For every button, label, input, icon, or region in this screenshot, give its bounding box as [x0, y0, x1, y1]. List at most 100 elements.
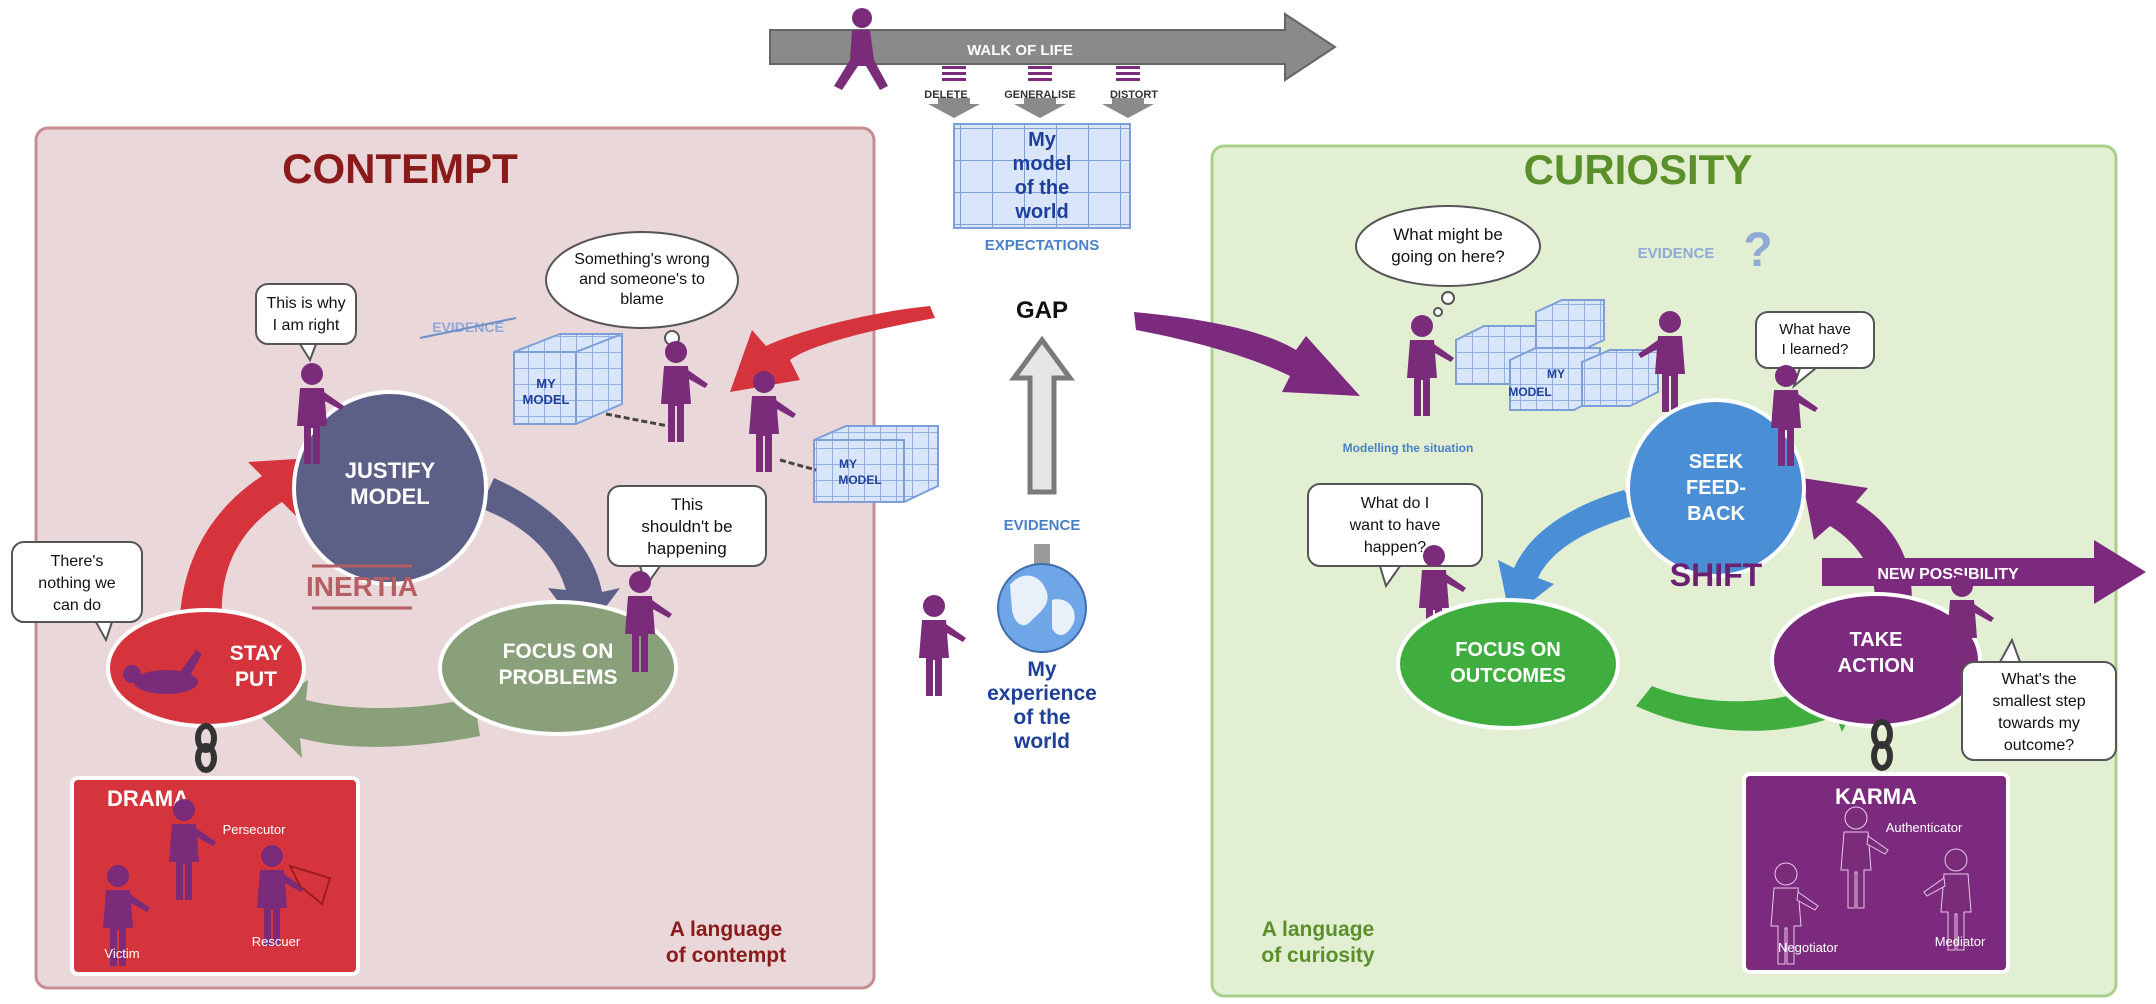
curiosity-cube-label-1: MY	[1547, 367, 1565, 381]
chain-1	[605, 412, 669, 428]
observer-figure	[919, 595, 966, 696]
evidence-up-arrow	[1009, 335, 1075, 495]
experience-line-3: of the	[1013, 706, 1070, 729]
evidence-cross-line	[419, 317, 517, 339]
karma-chain	[1871, 719, 1893, 771]
role-rescuer: Rescuer	[252, 934, 301, 949]
take-action-label-1: TAKE	[1850, 629, 1903, 651]
bubble-this-is-why	[255, 283, 357, 363]
focus-problems-label-1: FOCUS ON	[503, 640, 614, 663]
inertia-label: INERTIA	[306, 571, 418, 602]
karma-title: KARMA	[1835, 784, 1917, 809]
bubble-smallest-step	[1961, 637, 2117, 761]
bubble-smallest-4: outcome?	[2004, 737, 2074, 754]
bubble-nothing-we-can-do	[11, 541, 143, 643]
cycle-arrow-navy	[480, 478, 620, 636]
question-mark-icon: ?	[1743, 224, 1772, 277]
bubble-nothing-3: can do	[53, 597, 101, 614]
role-mediator: Mediator	[1935, 934, 1986, 949]
bubble-want	[1307, 483, 1483, 589]
cycle-arrow-red	[180, 458, 312, 616]
bubble-this-is-why-2: I am right	[273, 317, 340, 334]
cycle-arrow-blue	[1498, 490, 1640, 618]
cube-large-label-1: MY	[536, 376, 556, 391]
model-line-1: My	[1028, 129, 1057, 151]
role-persecutor: Persecutor	[223, 822, 287, 837]
seek-label-1: SEEK	[1689, 451, 1744, 473]
bubble-want-3: happen?	[1364, 539, 1426, 556]
focus-outcomes-node	[1396, 598, 1620, 730]
evidence-center-label: EVIDENCE	[1004, 517, 1081, 534]
shift-label: SHIFT	[1670, 557, 1763, 593]
karma-box	[1742, 772, 2010, 974]
experience-line-1: My	[1027, 658, 1056, 681]
filter-delete: DELETE	[924, 89, 967, 101]
justify-model-node	[292, 390, 488, 586]
focus-outcomes-label-2: OUTCOMES	[1450, 665, 1566, 687]
cycle-arrow-sage	[256, 680, 480, 758]
my-model-cube-large	[513, 333, 623, 425]
justify-label-1: JUSTIFY	[345, 458, 436, 483]
modelling-situation-label: Modelling the situation	[1343, 441, 1474, 455]
evidence-question-label: EVIDENCE	[1638, 245, 1715, 262]
cube-large-label-2: MODEL	[523, 392, 570, 407]
bubble-something-wrong-3: blame	[620, 291, 664, 308]
take-action-label-2: ACTION	[1838, 655, 1915, 677]
bubble-nothing-2: nothing we	[38, 575, 115, 592]
justify-label-2: MODEL	[350, 484, 429, 509]
gap-to-contempt-arrow	[730, 306, 935, 392]
experience-line-4: world	[1013, 730, 1070, 753]
stay-put-label-2: PUT	[235, 668, 277, 691]
bubble-shouldnt-2: shouldn't be	[641, 517, 732, 536]
bubble-shouldnt-3: happening	[647, 539, 726, 558]
drama-box	[70, 776, 360, 976]
bubble-want-1: What do I	[1361, 495, 1429, 512]
evidence-connector	[1034, 544, 1050, 564]
walking-figure	[834, 8, 888, 90]
cube-small-label-1: MY	[839, 457, 857, 471]
model-line-4: world	[1014, 201, 1068, 223]
contempt-title: CONTEMPT	[282, 145, 518, 192]
role-victim: Victim	[104, 946, 139, 961]
seek-label-2: FEED-	[1686, 477, 1746, 499]
bubble-something-wrong-1: Something's wrong	[574, 251, 710, 268]
bubble-shouldnt-1: This	[671, 495, 703, 514]
bubble-what-might-2: going on here?	[1391, 247, 1504, 266]
drama-chain	[195, 723, 217, 773]
filter-generalise: GENERALISE	[1004, 89, 1076, 101]
seek-label-3: BACK	[1687, 503, 1745, 525]
cycle-arrow-green	[1636, 672, 1868, 732]
bubble-learned	[1755, 311, 1875, 389]
bubble-something-wrong-2: and someone's to	[579, 271, 705, 288]
bubble-smallest-1: What's the	[2001, 671, 2076, 688]
focus-problems-label-2: PROBLEMS	[498, 666, 617, 689]
bubble-nothing-1: There's	[51, 553, 104, 570]
contempt-footer-1: A language	[670, 918, 782, 941]
seek-feedback-node	[1626, 398, 1806, 578]
bubble-what-might-1: What might be	[1393, 225, 1503, 244]
curiosity-title: CURIOSITY	[1524, 146, 1753, 193]
rescuer-cape	[288, 864, 332, 906]
curiosity-footer-2: of curiosity	[1261, 944, 1375, 967]
curiosity-cube-label-2: MODEL	[1508, 385, 1551, 399]
stay-put-label-1: STAY	[230, 642, 283, 665]
focus-outcomes-label-1: FOCUS ON	[1455, 639, 1561, 661]
chain-2	[779, 458, 817, 472]
curiosity-footer-1: A language	[1262, 918, 1374, 941]
role-negotiator: Negotiator	[1778, 940, 1839, 955]
model-grid	[953, 123, 1131, 229]
bubble-smallest-2: smallest step	[1992, 693, 2085, 710]
bubble-this-is-why-1: This is why	[266, 295, 345, 312]
bubble-learned-2: I learned?	[1782, 341, 1849, 358]
gap-to-curiosity-arrow	[1134, 312, 1360, 396]
bubble-smallest-3: towards my	[1998, 715, 2080, 732]
collapsed-figure	[123, 650, 202, 694]
cube-small-label-2: MODEL	[838, 473, 881, 487]
filter-arrows	[928, 66, 1154, 118]
modelling-cubes	[1455, 299, 1659, 411]
bubble-want-2: want to have	[1349, 517, 1441, 534]
globe-icon	[997, 563, 1087, 653]
new-possibility-arrow	[1822, 540, 2146, 604]
walk-of-life-label: WALK OF LIFE	[967, 42, 1073, 59]
focus-problems-node	[438, 600, 678, 736]
